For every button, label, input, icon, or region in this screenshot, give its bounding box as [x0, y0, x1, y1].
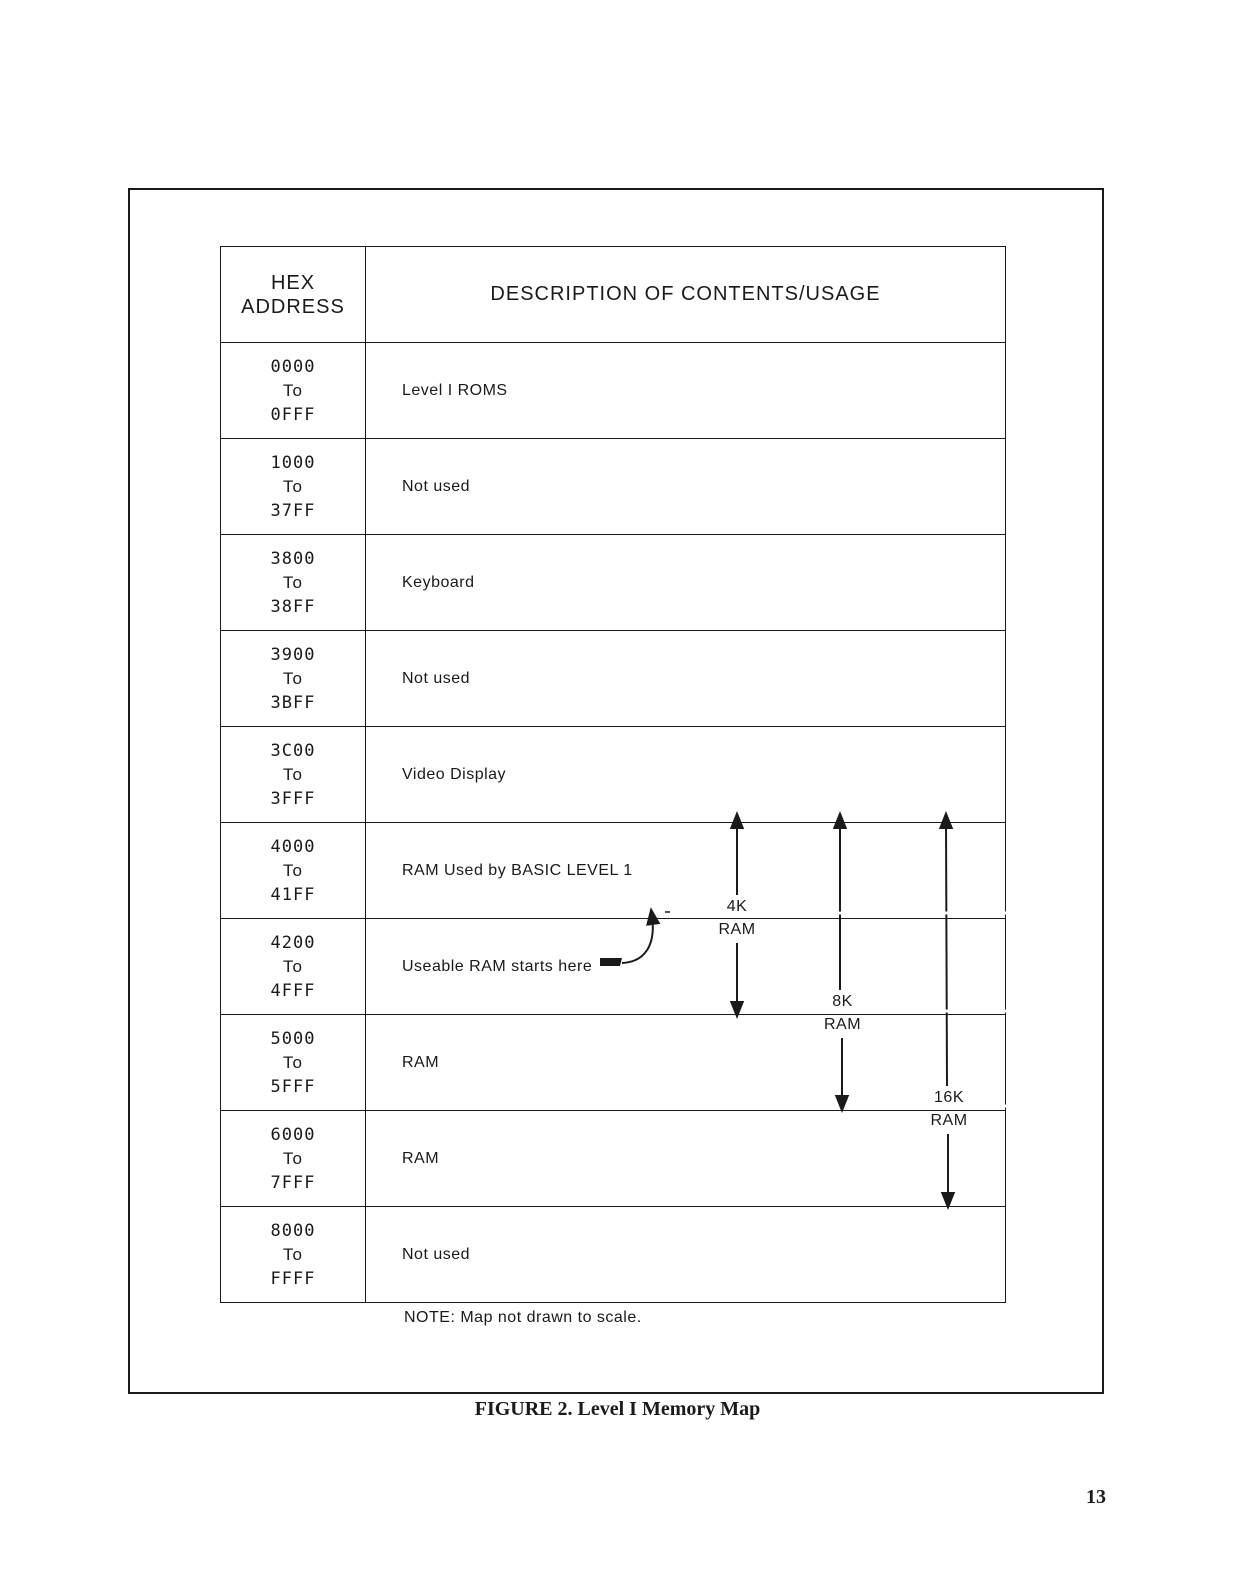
- end-address: 3FFF: [270, 788, 316, 809]
- pointing-hand-icon: [600, 958, 622, 966]
- end-address: 37FF: [270, 500, 316, 521]
- end-address: 41FF: [270, 884, 316, 905]
- to-label: To: [283, 764, 303, 784]
- start-address: 8000: [270, 1220, 316, 1241]
- start-address: 3C00: [270, 740, 316, 761]
- end-address: 4FFF: [270, 980, 316, 1001]
- to-label: To: [283, 956, 303, 976]
- description-cell: Video Display: [365, 726, 1006, 823]
- description-cell: Not used: [365, 1206, 1006, 1303]
- start-address: 4200: [270, 932, 316, 953]
- to-label: To: [283, 476, 303, 496]
- start-address: 4000: [270, 836, 316, 857]
- start-address: 6000: [270, 1124, 316, 1145]
- scale-note: NOTE: Map not drawn to scale.: [404, 1309, 642, 1326]
- to-label: To: [283, 1148, 303, 1168]
- to-label: To: [283, 572, 303, 592]
- ram-4k-label: 4K RAM: [718, 898, 756, 938]
- end-address: 5FFF: [270, 1076, 316, 1097]
- memory-map-table: HEX ADDRESS DESCRIPTION OF CONTENTS/USAG…: [220, 246, 1006, 1303]
- to-label: To: [283, 1244, 303, 1264]
- start-address: 3900: [270, 644, 316, 665]
- end-address: 3BFF: [270, 692, 316, 713]
- figure-frame: [128, 188, 1104, 1394]
- ram-8k-label: 8K RAM: [823, 993, 862, 1033]
- end-address: 38FF: [270, 596, 316, 617]
- description-cell: RAM Used by BASIC LEVEL 1: [365, 822, 1006, 919]
- description-cell: Keyboard: [365, 534, 1006, 631]
- end-address: 0FFF: [270, 404, 316, 425]
- to-label: To: [283, 668, 303, 688]
- table-header-row: HEX ADDRESS DESCRIPTION OF CONTENTS/USAG…: [220, 246, 1006, 343]
- start-address: 1000: [270, 452, 316, 473]
- end-address: FFFF: [270, 1268, 316, 1289]
- to-label: To: [283, 1052, 303, 1072]
- ram-16k-label: 16K RAM: [930, 1089, 968, 1129]
- start-address: 0000: [270, 356, 316, 377]
- description-cell: Useable RAM starts here: [365, 918, 1006, 1015]
- description-cell: Level I ROMS: [365, 342, 1006, 439]
- 16k-range-arrow-up: [938, 811, 954, 1087]
- description-cell: Not used: [365, 438, 1006, 535]
- to-label: To: [283, 860, 303, 880]
- description-cell: Not used: [365, 630, 1006, 727]
- to-label: To: [283, 380, 303, 400]
- description-header: DESCRIPTION OF CONTENTS/USAGE: [365, 246, 1006, 343]
- start-address: 5000: [270, 1028, 316, 1049]
- figure-caption: FIGURE 2. Level I Memory Map: [474, 1398, 761, 1420]
- useable-ram-pointer-arrow: [621, 907, 661, 964]
- page-number: 13: [1086, 1486, 1106, 1508]
- hex-address-header: HEX ADDRESS: [220, 246, 366, 343]
- end-address: 7FFF: [270, 1172, 316, 1193]
- start-address: 3800: [270, 548, 316, 569]
